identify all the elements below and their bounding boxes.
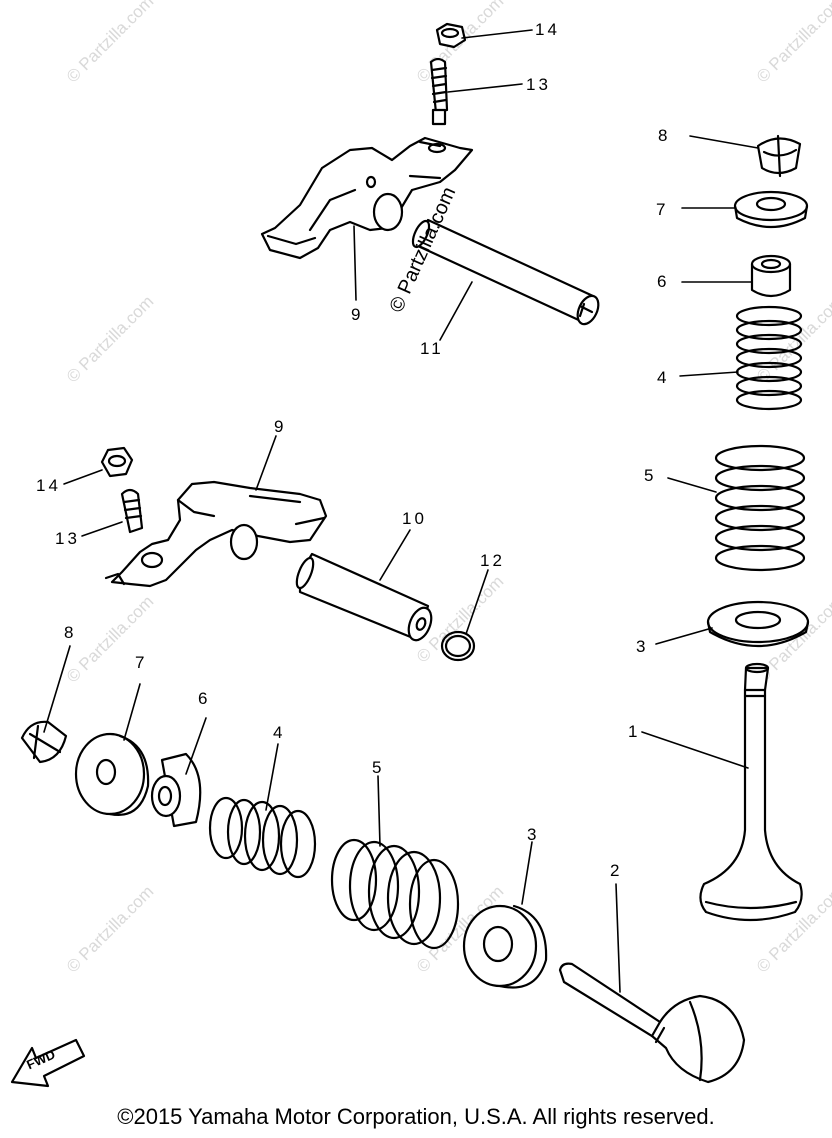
callout-13: 13 <box>55 529 80 548</box>
right-outer-spring-part <box>714 444 806 572</box>
callout-7: 7 <box>135 653 148 672</box>
callout-12: 12 <box>480 551 505 570</box>
callout-4: 4 <box>657 368 670 387</box>
callout-6: 6 <box>198 689 211 708</box>
bottom-inner-spring-part <box>208 796 317 879</box>
callout-2: 2 <box>610 861 623 880</box>
callout-7: 7 <box>656 200 669 219</box>
callout-4: 4 <box>273 723 286 742</box>
middle-nut-part <box>100 446 134 478</box>
bottom-cotter-part <box>20 720 68 764</box>
copyright-notice: ©2015 Yamaha Motor Corporation, U.S.A. A… <box>117 1104 715 1129</box>
callout-6: 6 <box>657 272 670 291</box>
top-nut-part <box>435 22 467 49</box>
bottom-outer-spring-part <box>330 838 460 950</box>
right-retainer-part <box>733 190 809 228</box>
callout-1: 1 <box>628 722 641 741</box>
callout-14: 14 <box>36 476 61 495</box>
fwd-arrow-icon <box>10 1038 86 1088</box>
bottom-valve-part <box>558 962 746 1084</box>
callout-3: 3 <box>527 825 540 844</box>
callout-3: 3 <box>636 637 649 656</box>
bottom-seat-part <box>462 904 548 989</box>
top-shaft-part <box>411 218 600 326</box>
callout-13: 13 <box>526 75 551 94</box>
right-valve-part <box>699 662 803 922</box>
callout-5: 5 <box>372 758 385 777</box>
right-seal-part <box>750 254 792 298</box>
middle-o-ring-part <box>440 630 476 662</box>
bottom-retainer-part <box>74 732 150 816</box>
callout-5: 5 <box>644 466 657 485</box>
right-cotter-part <box>756 134 802 178</box>
right-seat-part <box>706 600 810 647</box>
callout-11: 11 <box>420 339 444 358</box>
middle-adjuster-part <box>120 488 144 534</box>
callout-9: 9 <box>351 305 364 324</box>
callout-9: 9 <box>274 417 287 436</box>
callout-10: 10 <box>402 509 427 528</box>
callout-8: 8 <box>64 623 77 642</box>
callout-8: 8 <box>658 126 671 145</box>
top-adjuster-part <box>429 57 449 126</box>
right-inner-spring-part <box>735 305 803 411</box>
top-rocker-arm-part <box>260 136 474 260</box>
callout-14: 14 <box>535 20 560 39</box>
middle-shaft-part <box>295 552 433 642</box>
middle-rocker-arm-part <box>104 480 328 588</box>
bottom-seal-part <box>150 752 202 828</box>
